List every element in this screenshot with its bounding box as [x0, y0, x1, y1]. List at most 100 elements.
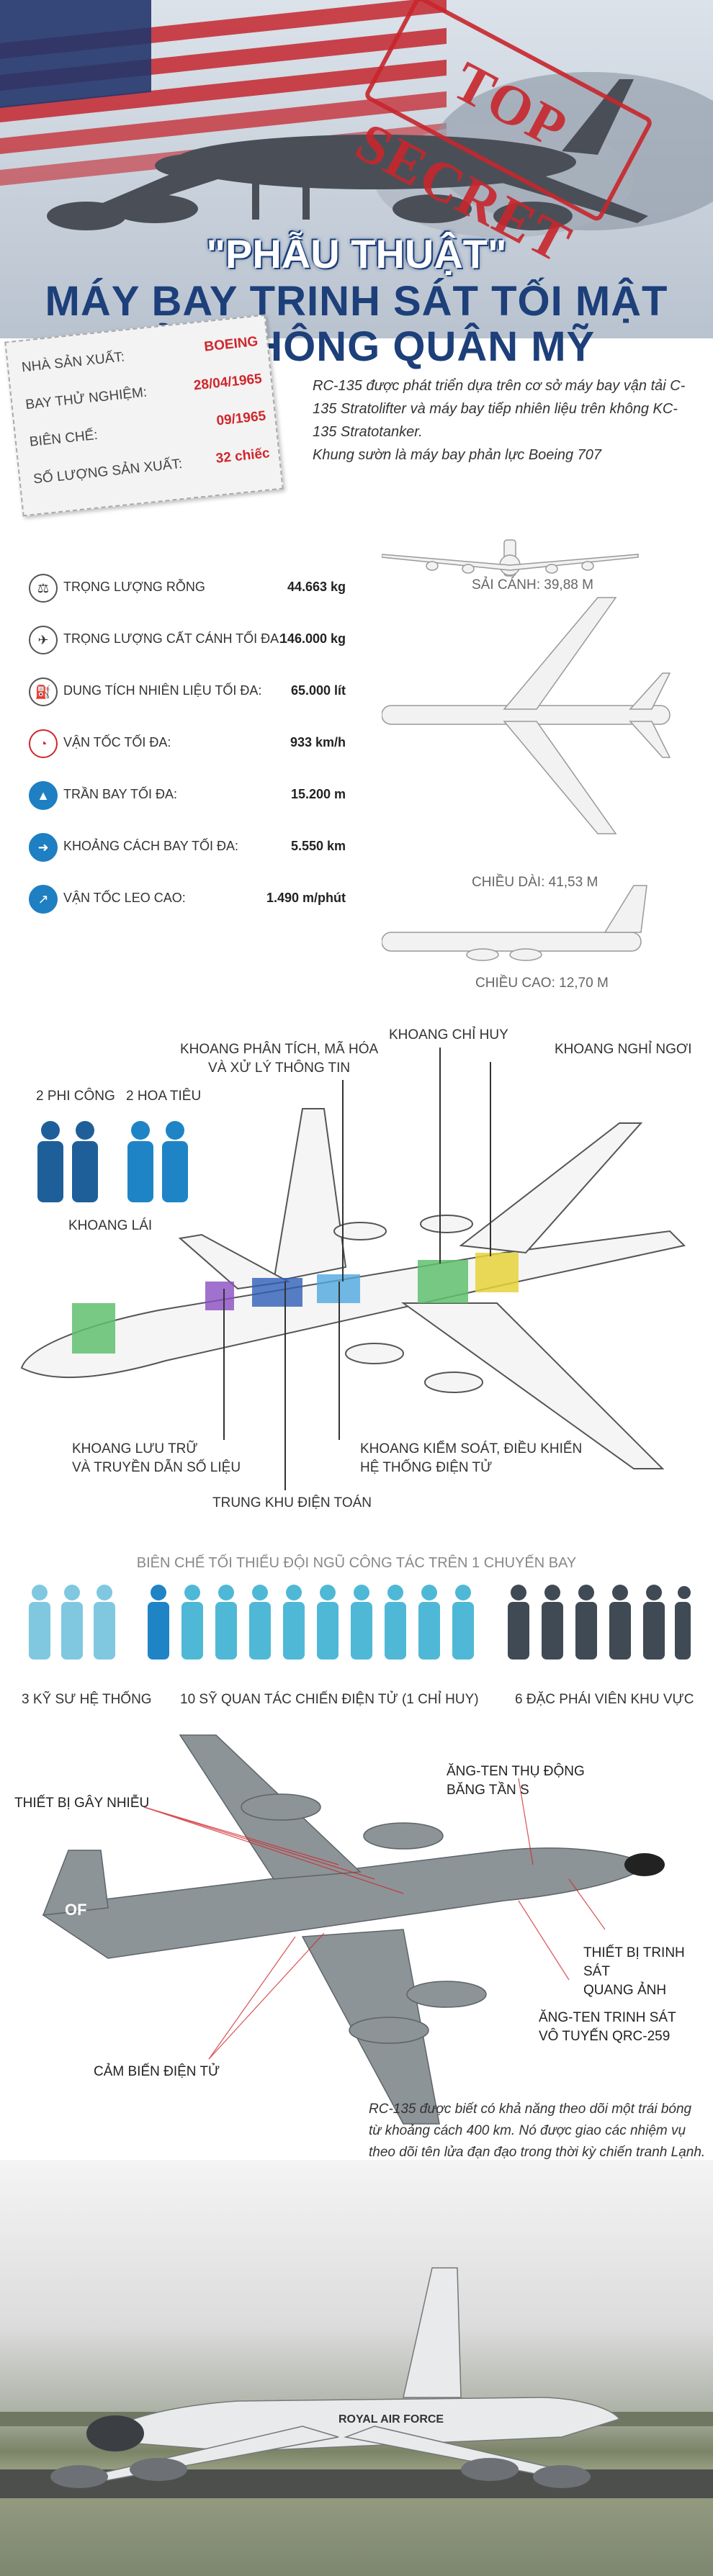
weight-icon: ⚖	[29, 574, 58, 603]
stat-value: 15.200 m	[290, 787, 346, 801]
stat-label: DUNG TÍCH NHIÊN LIỆU TỐI ĐA:	[63, 683, 262, 698]
intro-text: RC-135 được phát triển dựa trên cơ sở má…	[313, 374, 694, 467]
stat-label: TRẦN BAY TỐI ĐA:	[63, 787, 178, 801]
leader-line-command	[439, 1048, 441, 1264]
leader-line-security	[284, 1282, 286, 1490]
electronic-sensor-label: CẢM BIẾN ĐIỆN TỬ	[94, 2064, 220, 2079]
fuselage-text: ROYAL AIR FORCE	[338, 2413, 444, 2426]
officers-label: 10 SỸ QUAN TÁC CHIẾN ĐIỆN TỬ (1 CHỈ HUY)	[180, 1692, 479, 1707]
spec-label: BAY THỬ NGHIỆM:	[24, 384, 148, 413]
leader-line-rest	[490, 1062, 491, 1256]
range-icon: ➜	[29, 833, 58, 862]
command-compartment	[418, 1260, 468, 1303]
storage-label: KHOANG LƯU TRỮ VÀ TRUYỀN DẪN SỐ LIỆU	[72, 1441, 241, 1475]
length-label: CHIỀU DÀI: 41,53 m	[472, 875, 598, 890]
radome-nose	[624, 1853, 665, 1876]
stat-range: ➜ KHOẢNG CÁCH BAY TỐI ĐA: 5.550 km	[29, 832, 346, 862]
stat-empty-weight: ⚖ TRỌNG LƯỢNG RỖNG 44.663 kg	[29, 572, 346, 603]
navigators-label: 2 HOA TIÊU	[126, 1089, 202, 1104]
stat-label: VẬN TỐC TỐI ĐA:	[63, 735, 171, 749]
pilots-label: 2 PHI CÔNG	[36, 1089, 115, 1104]
control-label: KHOANG KIỂM SOÁT, ĐIỀU KHIỂN HỆ THỐNG ĐI…	[360, 1441, 583, 1475]
top-view-wing-upper	[503, 597, 617, 710]
rc135-photo-illustration: OF	[42, 1734, 665, 2125]
engineer-figures	[29, 1585, 115, 1659]
stat-value: 146.000 kg	[279, 631, 346, 646]
spec-card: NHÀ SẢN XUẤT: BOEING BAY THỬ NGHIỆM: 28/…	[4, 314, 284, 517]
cockpit-label: KHOANG LÁI	[68, 1218, 153, 1233]
qrc-antenna-label: ĂNG-TEN TRINH SÁT VÔ TUYẾN QRC-259	[539, 2010, 676, 2044]
dimension-drawings	[382, 539, 671, 961]
leader-line-analysis	[342, 1080, 344, 1282]
stat-label: TRỌNG LƯỢNG CẤT CÁNH TỐI ĐA:	[63, 631, 283, 646]
spec-value: 09/1965	[215, 408, 267, 429]
officer-lead-figure	[148, 1585, 169, 1659]
spec-label: BIÊN CHẾ:	[28, 427, 99, 450]
speedometer-icon: ◔	[29, 729, 58, 758]
stat-value: 5.550 km	[290, 839, 346, 853]
stat-value: 1.490 m/phút	[266, 891, 346, 905]
engineers-label: 3 KỸ SƯ HỆ THỐNG	[22, 1692, 152, 1707]
command-label: KHOANG CHỈ HUY	[389, 1027, 508, 1042]
height-label: CHIỀU CAO: 12,70 m	[475, 976, 609, 991]
stat-label: VẬN TỐC LEO CAO:	[63, 891, 186, 905]
envoy-figures	[508, 1585, 691, 1659]
crew-title: BIÊN CHẾ TỐI THIỂU ĐỘI NGŨ CÔNG TÁC TRÊN…	[136, 1555, 577, 1571]
stat-label: TRỌNG LƯỢNG RỖNG	[63, 580, 205, 594]
flag-background	[0, 0, 713, 338]
title-line-1: "PHẪU THUẬT"	[206, 231, 507, 276]
stat-max-takeoff-weight: ✈ TRỌNG LƯỢNG CẤT CÁNH TỐI ĐA: 146.000 k…	[29, 624, 346, 654]
leader-line-storage	[223, 1289, 225, 1440]
callout-lines	[143, 1778, 606, 2060]
stat-climb-rate: ↗ VẬN TỐC LEO CAO: 1.490 m/phút	[29, 883, 346, 914]
header-banner: TOP SECRET	[0, 0, 713, 338]
cutaway-diagram	[20, 1108, 686, 1469]
ceiling-icon: ▲	[29, 781, 58, 810]
intro-paragraph-1: RC-135 được phát triển dựa trên cơ sở má…	[313, 378, 686, 440]
capability-note: RC-135 được biết có khả năng theo dõi mộ…	[369, 2102, 706, 2160]
takeoff-icon: ✈	[29, 626, 58, 654]
analysis-label: KHOANG PHÂN TÍCH, MÃ HÓA VÀ XỬ LÝ THÔNG …	[180, 1042, 379, 1076]
stat-value: 933 km/h	[290, 735, 346, 749]
crew-figures	[29, 1585, 691, 1659]
rest-label: KHOANG NGHỈ NGƠI	[555, 1042, 692, 1057]
fuel-icon: ⛽	[29, 677, 58, 706]
runway-plane-radome	[86, 2415, 144, 2451]
intro-paragraph-2: Khung sườn là máy bay phản lực Boeing 70…	[313, 447, 602, 463]
jammer-label: THIẾT BỊ GÂY NHIỄU	[14, 1796, 150, 1811]
tail-code: OF	[65, 1901, 87, 1919]
stat-max-speed: ◔ VẬN TỐC TỐI ĐA: 933 km/h	[29, 728, 346, 758]
security-label: TRUNG KHU ĐIỆN TOÁN	[212, 1495, 372, 1510]
spec-label: NHÀ SẢN XUẤT:	[21, 349, 126, 376]
title-line-2: MÁY BAY TRINH SÁT TỐI MẬT	[45, 278, 668, 325]
runway-photo-illustration: ROYAL AIR FORCE	[0, 2267, 713, 2498]
runway-plane-tail	[403, 2267, 462, 2398]
stat-service-ceiling: ▲ TRẦN BAY TỐI ĐA: 15.200 m	[29, 780, 346, 810]
stat-label: KHOẢNG CÁCH BAY TỐI ĐA:	[63, 839, 239, 853]
spec-value: 32 chiếc	[215, 446, 271, 467]
storage-compartment	[205, 1282, 234, 1310]
envoys-label: 6 ĐẶC PHÁI VIÊN KHU VỰC	[515, 1692, 694, 1707]
cutaway-wing-upper	[459, 1122, 643, 1254]
runway-photo: ROYAL AIR FORCE	[0, 2160, 713, 2576]
climb-icon: ↗	[29, 885, 58, 914]
cutaway-tail-vertical	[272, 1108, 347, 1283]
leader-line-control	[338, 1282, 340, 1440]
side-view-fuselage	[382, 932, 642, 952]
stat-value: 65.000 lít	[290, 683, 346, 698]
wingspan-label: SẢI CÁNH: 39,88 m	[472, 577, 593, 593]
side-view-tail	[604, 885, 647, 933]
optical-recon-label: THIẾT BỊ TRINH SÁT QUANG ẢNH	[583, 1945, 685, 1998]
stat-value: 44.663 kg	[287, 580, 346, 594]
top-view-wing-lower	[503, 721, 617, 834]
stat-fuel-capacity: ⛽ DUNG TÍCH NHIÊN LIỆU TỐI ĐA: 65.000 lí…	[29, 676, 346, 706]
cockpit-compartment	[72, 1303, 115, 1354]
pilot-figures	[37, 1121, 98, 1202]
navigator-figures	[127, 1121, 188, 1202]
spec-value: BOEING	[203, 333, 259, 355]
annotated-photo: OF	[0, 1721, 713, 2153]
spec-value: 28/04/1965	[192, 371, 263, 394]
s-band-antenna-label: ĂNG-TEN THỤ ĐỘNG BĂNG TẦN S	[447, 1764, 585, 1798]
photo-tail	[42, 1850, 109, 1916]
spec-label: SỐ LƯỢNG SẢN XUẤT:	[32, 456, 184, 487]
